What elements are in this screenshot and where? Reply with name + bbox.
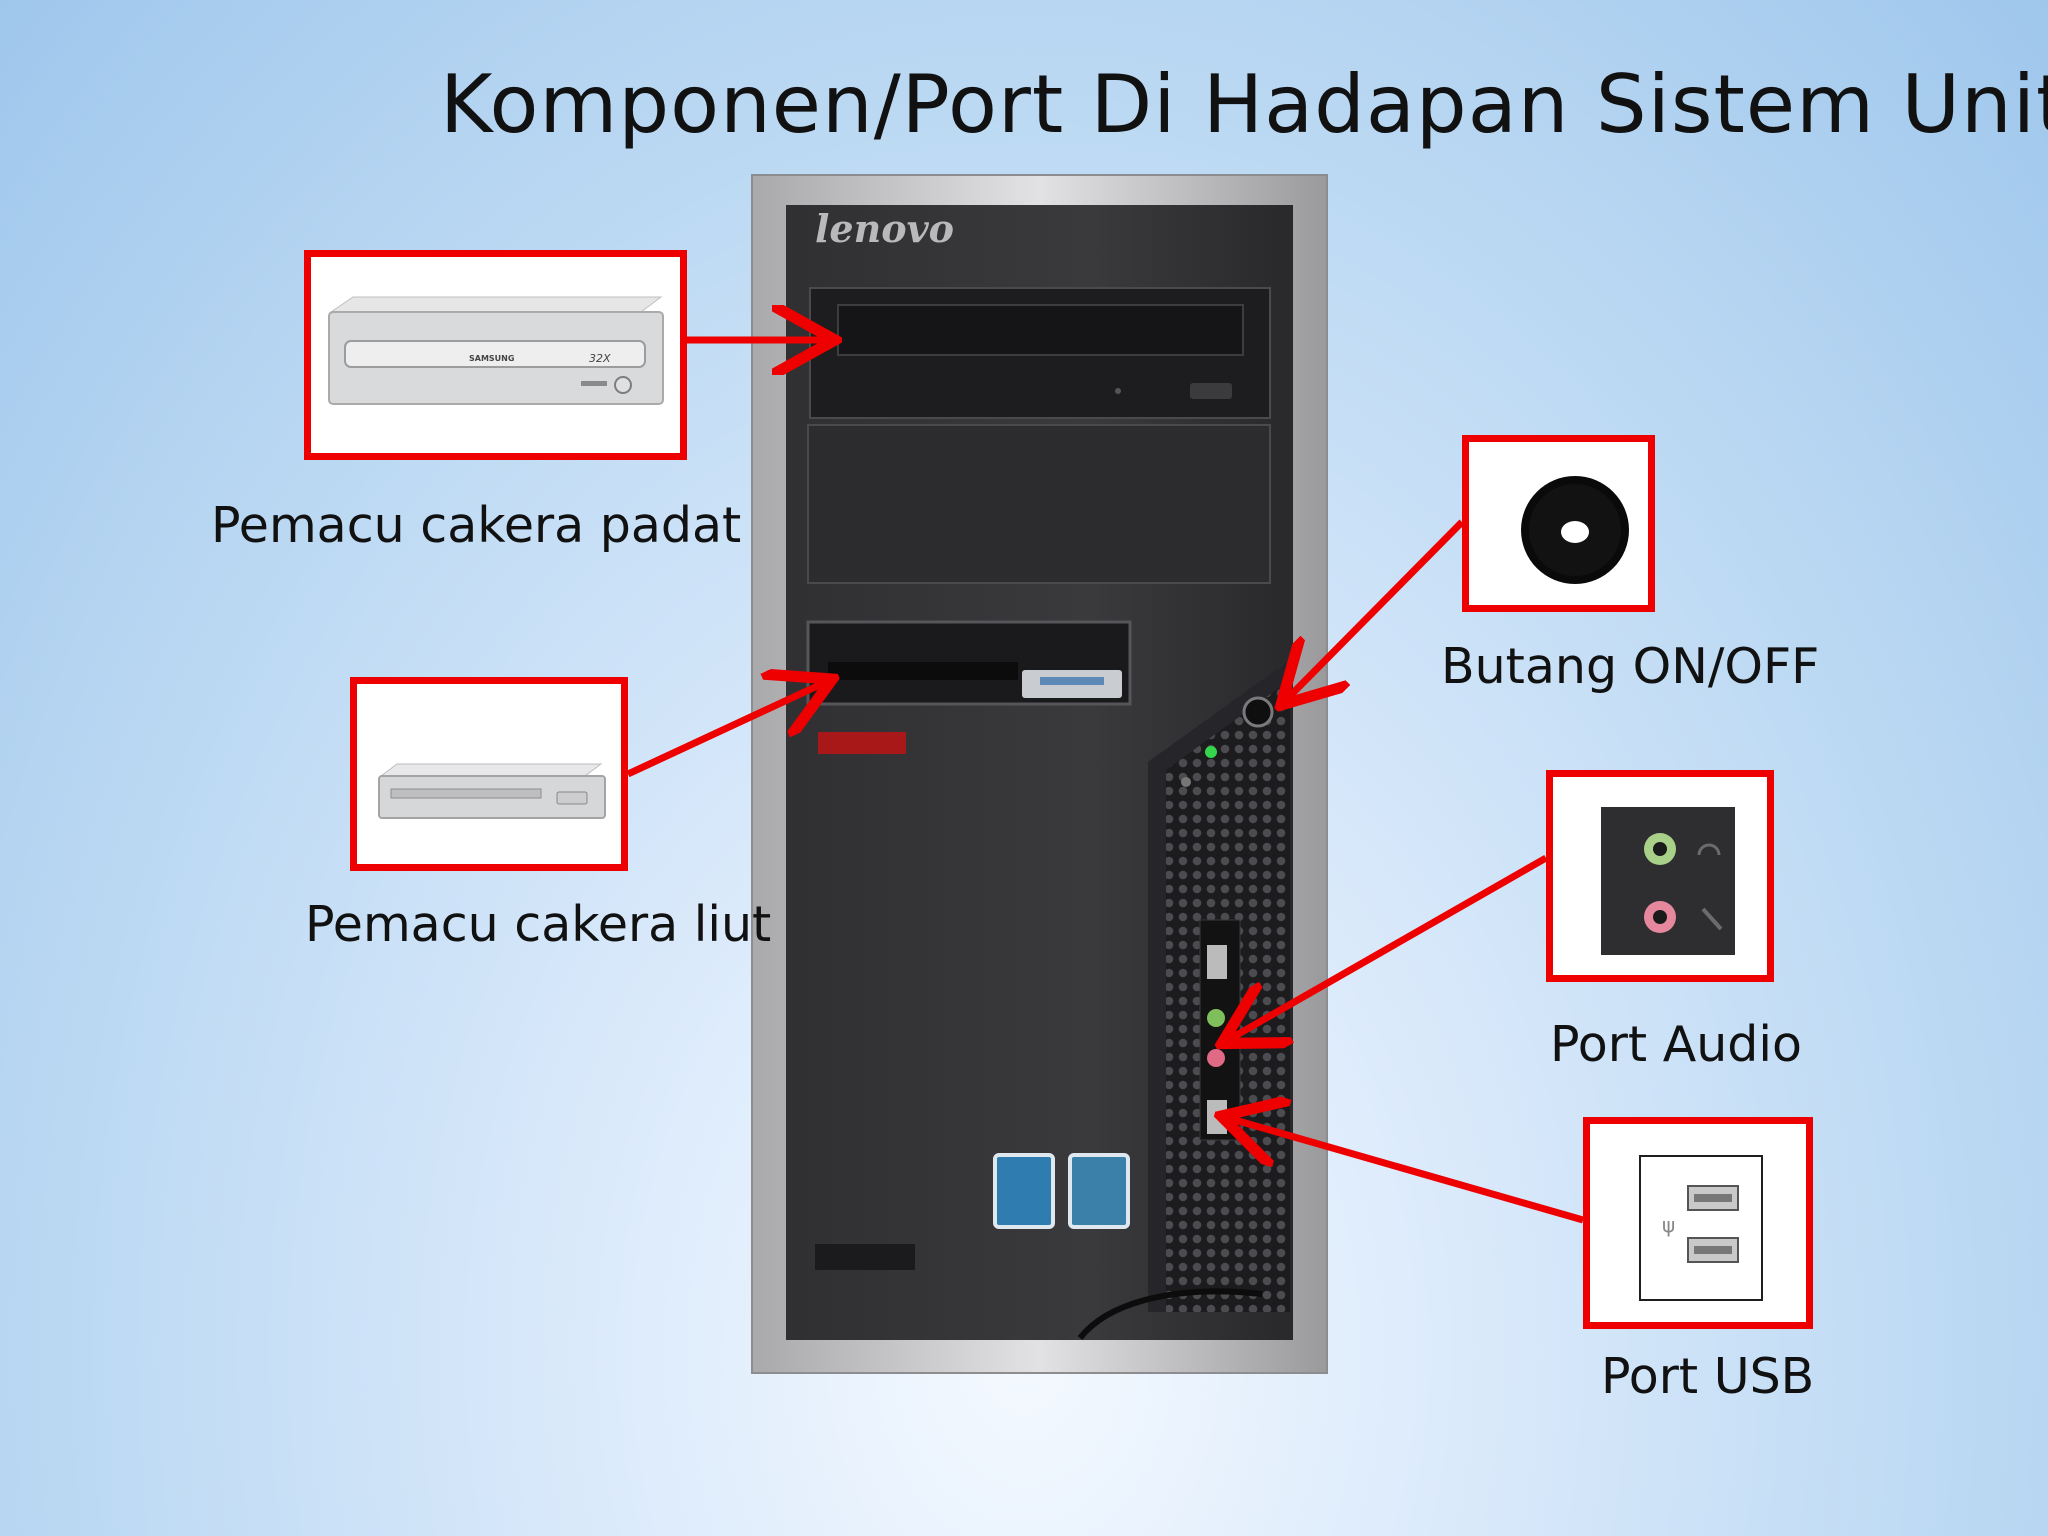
windows-sticker [1068, 1153, 1130, 1229]
blank-bay [807, 424, 1271, 584]
power-button-image [1521, 476, 1629, 584]
floppy-drive-callout [350, 677, 628, 871]
svg-text:ψ: ψ [1662, 1213, 1675, 1237]
arrow-floppy-drive [626, 682, 826, 778]
audio-port-image [1601, 807, 1735, 955]
label-audio-port: Port Audio [1550, 1016, 1802, 1073]
slide-title: Komponen/Port Di Hadapan Sistem Unit [440, 58, 2048, 151]
arrow-audio-port [1228, 854, 1548, 1040]
label-usb-port: Port USB [1601, 1348, 1815, 1405]
optical-drive-image [328, 296, 664, 405]
label-power-button: Butang ON/OFF [1441, 638, 1820, 695]
optical-drive-brand: SAMSUNG [469, 354, 515, 363]
label-optical-drive: Pemacu cakera padat [211, 497, 742, 554]
label-floppy-drive: Pemacu cakera liut [305, 896, 772, 953]
audio-port-callout [1546, 770, 1774, 982]
arrow-usb-port [1228, 1118, 1584, 1224]
optical-drive-speed: 32X [589, 352, 611, 365]
brand-logo: lenovo [815, 206, 955, 251]
power-button-callout [1462, 435, 1655, 612]
optical-drive-callout: SAMSUNG 32X [304, 250, 687, 460]
usb-port-callout: ψ [1583, 1117, 1813, 1329]
processor-sticker [993, 1153, 1055, 1229]
power-button [1242, 696, 1274, 728]
arrow-power-button [1286, 519, 1465, 700]
usb-port-image: ψ [1639, 1155, 1763, 1301]
floppy-drive-image [378, 763, 606, 819]
